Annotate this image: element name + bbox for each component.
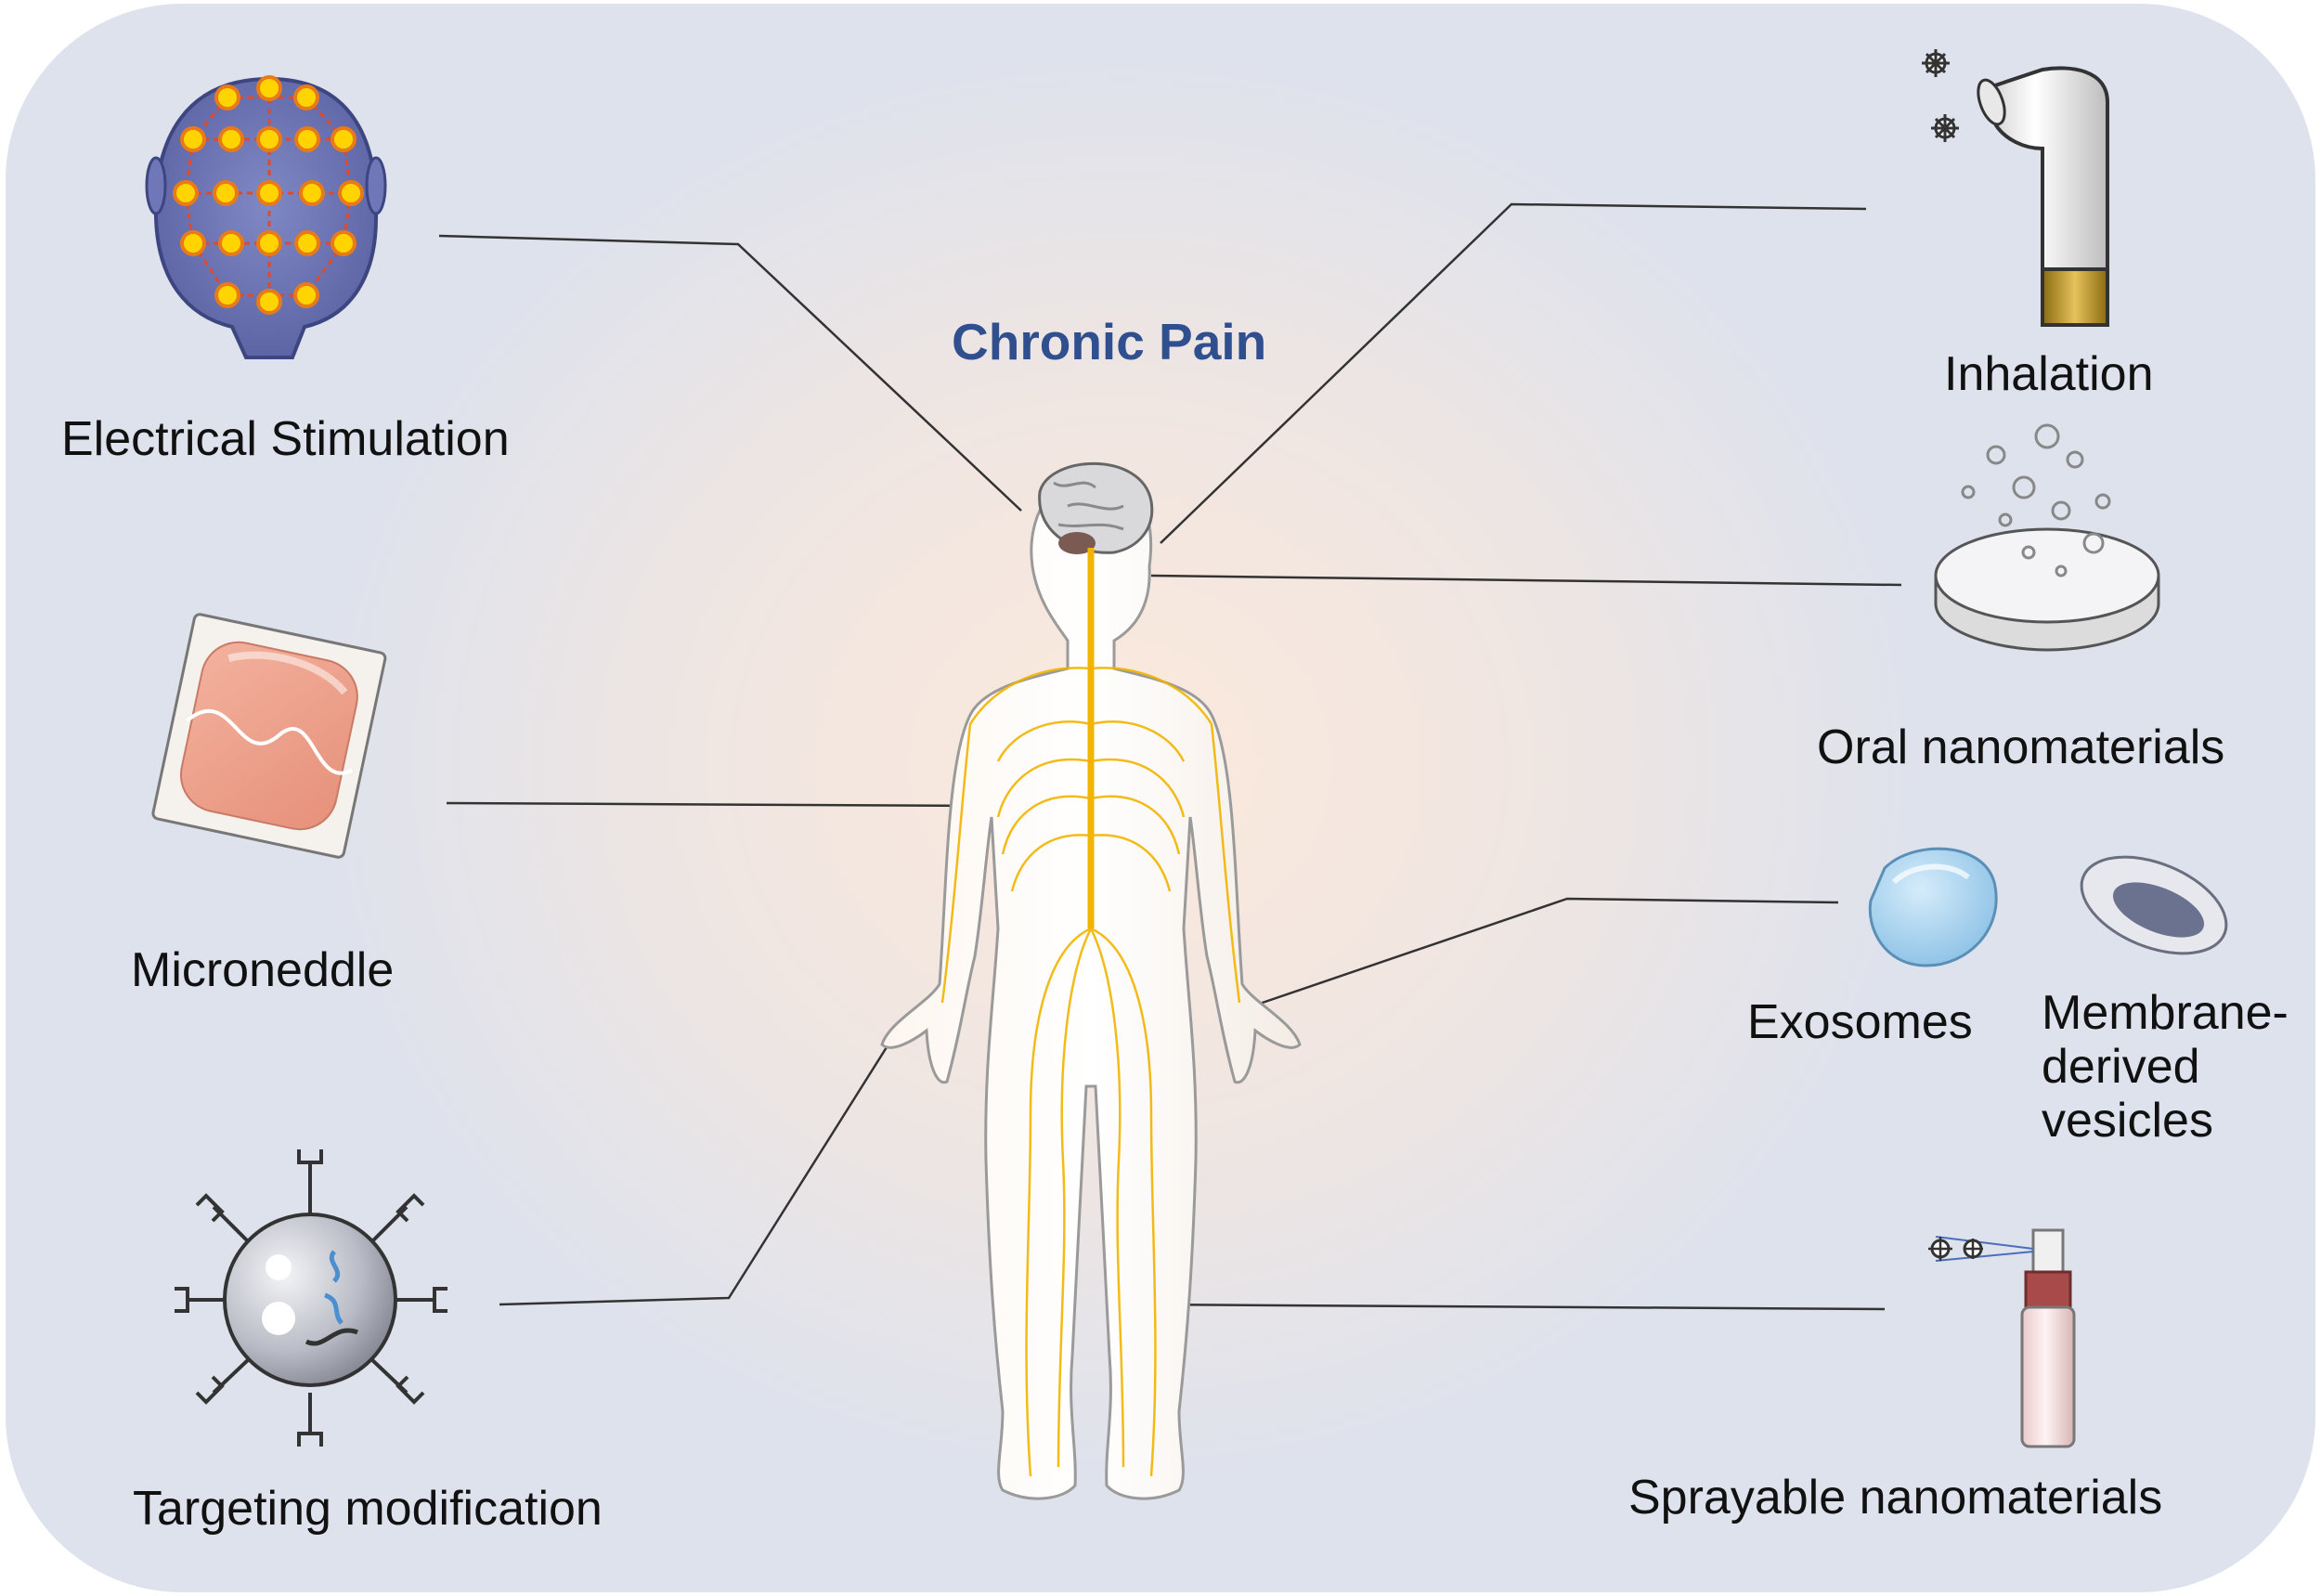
membrane-vesicle-icon — [2080, 855, 2228, 955]
label-inhalation: Inhalation — [1944, 347, 2154, 401]
figure-panel: Chronic Pain Electrical Stimulation Micr… — [6, 4, 2315, 1592]
label-oral-nanomaterials: Oral nanomaterials — [1817, 720, 2225, 774]
diagram-title: Chronic Pain — [952, 313, 1267, 370]
label-membrane-derived-vesicles: Membrane- derived vesicles — [2042, 986, 2289, 1148]
label-sprayable-nanomaterials: Sprayable nanomaterials — [1628, 1471, 2163, 1525]
connector-exosomes — [1248, 897, 1839, 1009]
label-targeting-modification: Targeting modification — [133, 1482, 603, 1536]
label-exosomes: Exosomes — [1747, 995, 1973, 1049]
connector-inhalation — [1160, 202, 1867, 544]
connector-microneedle — [446, 801, 987, 808]
connector-targeting — [499, 1039, 893, 1306]
targeted-nanoparticle-icon — [175, 1149, 447, 1447]
connector-electrical-stimulation — [438, 234, 1022, 512]
label-microneedle: Microneddle — [131, 943, 395, 997]
microneedle-patch-icon — [151, 613, 387, 859]
connector-oral — [1150, 574, 1902, 587]
connector-lines — [438, 202, 1902, 1311]
inhaler-icon — [1922, 49, 2109, 327]
spray-bottle-icon — [1928, 1228, 2076, 1448]
human-body-nervous-system-icon — [880, 461, 1302, 1500]
eeg-head-icon — [145, 75, 387, 359]
exosome-icon — [1868, 847, 1998, 967]
connector-spray — [1136, 1303, 1886, 1311]
label-electrical-stimulation: Electrical Stimulation — [61, 412, 510, 466]
oral-tablet-icon — [1934, 423, 2160, 652]
